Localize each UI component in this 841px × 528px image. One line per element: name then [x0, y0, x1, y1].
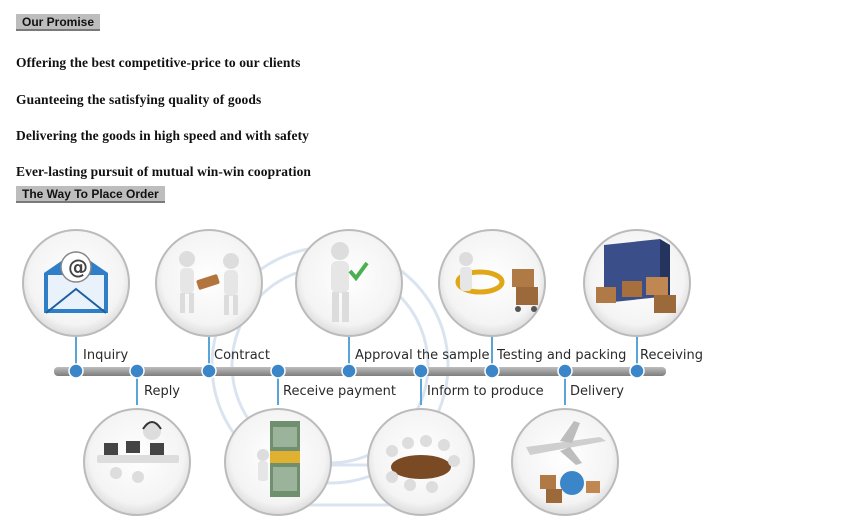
node-approval: [341, 363, 357, 379]
lower-connectors: [136, 378, 566, 405]
approval-check-icon: [295, 229, 403, 337]
reply-callcenter-icon: [83, 408, 191, 516]
inform-meeting-icon: [367, 408, 475, 516]
contract-handshake-icon: [155, 229, 263, 337]
node-contract: [201, 363, 217, 379]
delivery-plane-icon: [511, 408, 619, 516]
timeline-nodes: [68, 363, 645, 379]
receive-payment-money-icon: [224, 408, 332, 516]
inquiry-email-icon: @: [22, 229, 130, 337]
node-reply: [129, 363, 145, 379]
promise-item-cooperation: Ever-lasting pursuit of mutual win-win c…: [16, 164, 312, 179]
testing-packing-icon: [438, 229, 546, 337]
step-label-reply: Reply: [144, 384, 180, 399]
node-testing: [484, 363, 500, 379]
svg-text:@: @: [68, 255, 88, 279]
place-order-heading: The Way To Place Order: [16, 186, 165, 203]
step-label-inform: Inform to produce: [427, 384, 544, 399]
node-delivery: [557, 363, 573, 379]
step-label-approval: Approval the sample: [355, 348, 490, 363]
step-label-contract: Contract: [214, 348, 270, 363]
step-label-testing: Testing and packing: [496, 348, 626, 363]
receiving-container-icon: [583, 229, 691, 337]
node-receiving: [629, 363, 645, 379]
order-process-diagram: Inquiry Reply Contract Receive payment A…: [22, 229, 703, 516]
promise-item-delivery: Delivering the goods in high speed and w…: [16, 128, 310, 143]
node-inform: [413, 363, 429, 379]
node-receive-payment: [270, 363, 286, 379]
step-label-receive-payment: Receive payment: [283, 384, 396, 399]
node-inquiry: [68, 363, 84, 379]
step-label-receiving: Receiving: [640, 348, 703, 363]
promise-item-quality: Guanteeing the satisfying quality of goo…: [16, 92, 262, 107]
timeline-bar: [54, 367, 666, 376]
step-label-delivery: Delivery: [570, 384, 624, 399]
our-promise-heading: Our Promise: [16, 14, 101, 31]
promise-item-price: Offering the best competitive-price to o…: [16, 55, 301, 70]
upper-connectors: [75, 337, 638, 365]
step-label-inquiry: Inquiry: [83, 348, 129, 363]
